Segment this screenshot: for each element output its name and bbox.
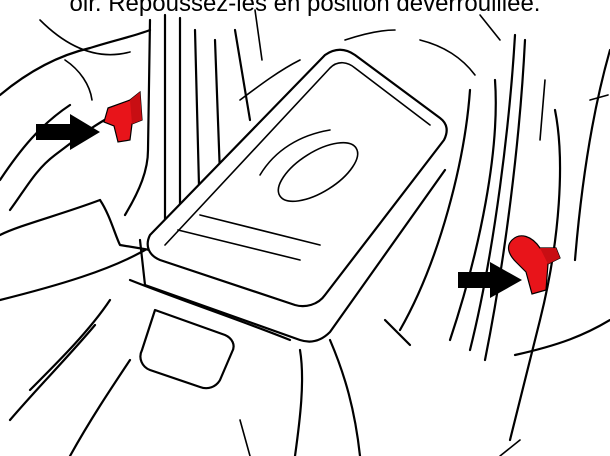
push-arrow-right-icon xyxy=(458,262,522,298)
lower-console xyxy=(10,300,360,456)
center-console-armrest xyxy=(130,30,447,342)
left-seatback-release-handle-icon xyxy=(104,92,142,142)
